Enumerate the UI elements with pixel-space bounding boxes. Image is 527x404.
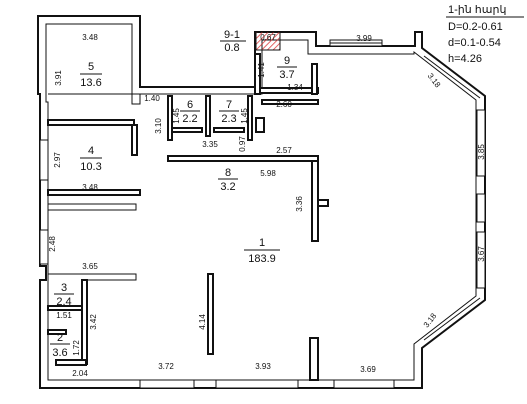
bottom-window-2 <box>215 379 299 389</box>
dim-2-48: 2.48 <box>48 236 57 252</box>
wall-room7-right <box>247 95 253 141</box>
spec-d: d=0.1-0.54 <box>448 37 501 49</box>
wall-room6-left <box>167 95 173 141</box>
dim-1-40: 1.40 <box>144 94 160 103</box>
room-9-1-hatch <box>255 31 281 51</box>
room-2-area: 3.6 <box>52 347 67 359</box>
dim-3-35: 3.35 <box>202 140 218 149</box>
wall-corridor <box>167 155 319 162</box>
dim-2-97: 2.97 <box>53 152 62 168</box>
partition-room5 <box>48 93 141 105</box>
dim-3-91: 3.91 <box>54 70 63 86</box>
dim-3-48-top: 3.48 <box>82 33 98 42</box>
dim-3-69: 3.69 <box>360 365 376 374</box>
room-4-number: 4 <box>88 145 94 157</box>
room-9-1-area: 0.8 <box>224 42 239 54</box>
diag-window-top <box>423 55 481 99</box>
room-7-area: 2.3 <box>221 113 236 125</box>
dim-3-42: 3.42 <box>89 314 98 330</box>
dim-0-97: 0.97 <box>238 136 247 152</box>
room-8-number: 8 <box>225 167 231 179</box>
room-9-number: 9 <box>284 55 290 67</box>
dim-3-65: 3.65 <box>82 262 98 271</box>
room-3-area: 2.4 <box>56 296 71 308</box>
wall-room4-top <box>47 119 135 126</box>
right-window-1 <box>476 109 486 177</box>
wall-corridor-step <box>317 199 329 207</box>
dim-3-72: 3.72 <box>158 362 174 371</box>
room-7-number: 7 <box>226 99 232 111</box>
outer-wall-inner <box>45 23 477 381</box>
room-9-1-number: 9-1 <box>224 29 240 41</box>
wall-column-mid <box>207 273 214 355</box>
floor-label: 1-ին հարկ <box>448 4 506 16</box>
wall-room2 <box>47 329 67 335</box>
room-4-area: 10.3 <box>80 161 101 173</box>
dim-3-36: 3.36 <box>295 196 304 212</box>
room-5-number: 5 <box>88 61 94 73</box>
dim-1-51: 1.51 <box>56 311 72 320</box>
dim-2-57: 2.57 <box>276 146 292 155</box>
wall-room2-right <box>81 279 88 365</box>
dim-3-99: 3.99 <box>356 34 372 43</box>
partition-lower-left <box>48 203 137 211</box>
room-1-area: 183.9 <box>248 253 276 265</box>
wall-room6-right <box>205 95 211 137</box>
dim-4-14: 4.14 <box>198 314 207 330</box>
dim-0-67: 0.67 <box>260 33 276 42</box>
dim-1-41: 1.41 <box>257 62 266 78</box>
left-window-1 <box>39 139 49 181</box>
wall-room4-bottom <box>47 189 141 196</box>
right-window-2 <box>476 193 486 223</box>
dim-1-45-a: 1.45 <box>172 108 181 124</box>
right-window-3 <box>476 231 486 289</box>
wall-room6-bottom <box>171 127 203 133</box>
diag-window-bottom <box>423 297 481 341</box>
room-2-number: 2 <box>57 332 63 344</box>
wall-column-right <box>309 337 319 381</box>
bottom-window-1 <box>139 379 195 389</box>
outer-wall <box>37 15 486 389</box>
wall-room2-bottom <box>55 359 87 366</box>
dim-3-48-mid: 3.48 <box>82 183 98 192</box>
dim-1-45-b: 1.45 <box>240 108 249 124</box>
spec-D: D=0.2-0.61 <box>448 21 503 33</box>
wall-room9-right <box>311 63 318 95</box>
dim-5-98: 5.98 <box>260 169 276 178</box>
dim-1-72: 1.72 <box>72 340 81 356</box>
room-5-area: 13.6 <box>80 77 101 89</box>
dim-3-85: 3.85 <box>477 144 486 160</box>
chimney <box>255 117 265 133</box>
bottom-window-3 <box>333 379 395 389</box>
room-3-number: 3 <box>61 282 67 294</box>
dim-3-10: 3.10 <box>154 118 163 134</box>
room-9-area: 3.7 <box>279 69 294 81</box>
wall-room4-right <box>131 124 138 156</box>
spec-h: h=4.26 <box>448 53 482 65</box>
left-window-2 <box>39 229 49 265</box>
dim-1-34: 1.34 <box>287 83 303 92</box>
room-1-number: 1 <box>259 237 265 249</box>
dim-3-67: 3.67 <box>477 246 486 262</box>
room-8-area: 3.2 <box>220 181 235 193</box>
dim-2-04: 2.04 <box>72 369 88 378</box>
dim-2-60: 2.60 <box>276 100 292 109</box>
room-6-area: 2.2 <box>182 113 197 125</box>
room-6-number: 6 <box>187 99 193 111</box>
wall-room9-left <box>254 53 261 95</box>
wall-room1-top <box>261 99 319 105</box>
wall-room7-bottom <box>213 127 245 133</box>
dim-3-93: 3.93 <box>255 362 271 371</box>
